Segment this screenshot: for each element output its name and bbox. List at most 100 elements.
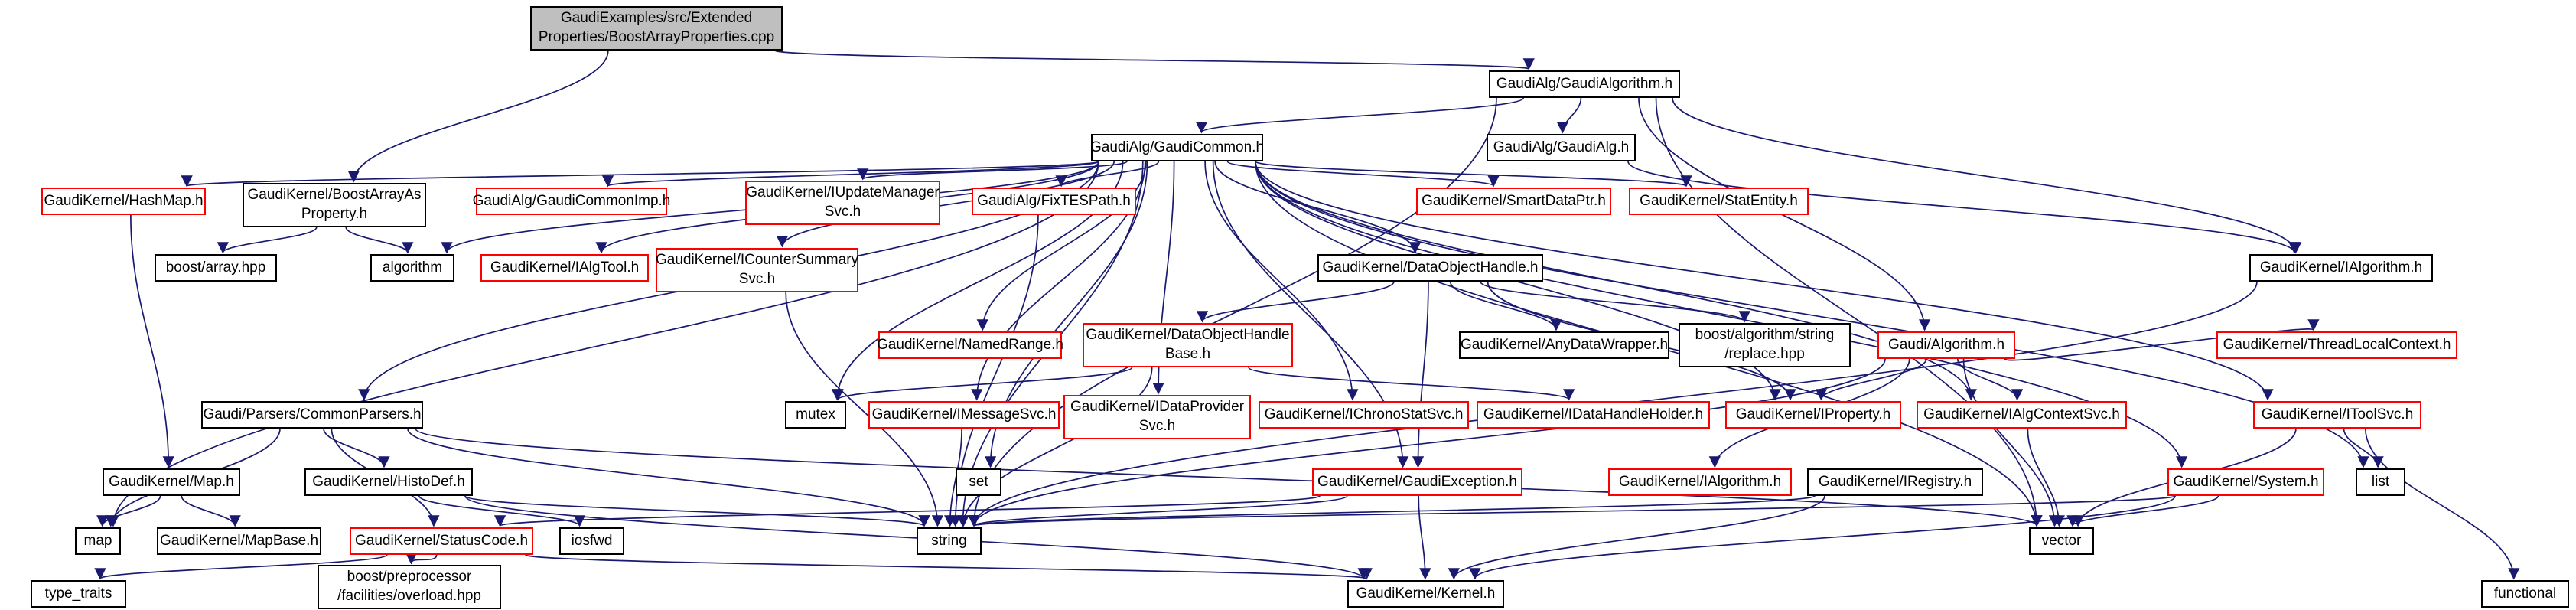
node-iregistry[interactable]: GaudiKernel/IRegistry.h [1807, 468, 1983, 496]
node-smartdataptr[interactable]: GaudiKernel/SmartDataPtr.h [1416, 188, 1611, 215]
include-edge-gaudicommon-to-namedrange [976, 161, 1147, 331]
include-edge-gaudicommon-to-fixtespath [1055, 161, 1160, 188]
node-statuscode[interactable]: GaudiKernel/StatusCode.h [350, 527, 533, 555]
node-commonparsers[interactable]: Gaudi/Parsers/CommonParsers.h [201, 401, 423, 429]
include-edge-gaudialgorithm-to-ialgorithm_top [1672, 97, 2302, 254]
include-edge-gaudicommon-to-itoolsvc [1255, 161, 2274, 401]
include-edge-histodef-to-iosfwd [418, 495, 586, 527]
node-idataprovidersvc[interactable]: GaudiKernel/IDataProvider Svc.h [1063, 395, 1251, 439]
node-iproperty[interactable]: GaudiKernel/IProperty.h [1725, 401, 1901, 429]
include-edge-gaudialg-to-ialgorithm_top [1627, 161, 2301, 254]
node-mapbase[interactable]: GaudiKernel/MapBase.h [157, 527, 321, 555]
node-functional[interactable]: functional [2481, 580, 2569, 608]
node-fixtespath[interactable]: GaudiAlg/FixTESPath.h [972, 188, 1136, 215]
node-gaudialg[interactable]: GaudiAlg/GaudiAlg.h [1487, 134, 1636, 161]
node-mutex[interactable]: mutex [785, 401, 846, 429]
include-edge-map_h-to-mapbase [181, 495, 241, 527]
include-edge-gaudicommon-to-statentity [1255, 161, 1692, 188]
include-edge-map_h-to-map [96, 495, 161, 527]
include-edge-statuscode-to-boost_overload [405, 553, 438, 565]
node-gaudi_algorithm[interactable]: Gaudi/Algorithm.h [1877, 331, 2015, 359]
include-edge-dataobjecthandle-to-anydatawrapper [1449, 281, 1562, 331]
include-edge-gaudi_algorithm-to-ialgcontextsvc [1956, 358, 2024, 401]
include-edge-gaudicommon-to-smartdataptr [1226, 161, 1500, 188]
node-hashmap[interactable]: GaudiKernel/HashMap.h [41, 188, 206, 215]
node-list[interactable]: list [2356, 468, 2405, 496]
include-edge-statuscode-to-type_traits [94, 554, 388, 580]
node-statentity[interactable]: GaudiKernel/StatEntity.h [1629, 188, 1809, 215]
node-map_h[interactable]: GaudiKernel/Map.h [103, 468, 240, 496]
node-iupdatemanagersvc[interactable]: GaudiKernel/IUpdateManager Svc.h [745, 181, 940, 225]
include-edge-cpp-to-boostarrayasproperty [347, 50, 609, 183]
node-icountersummarysvc[interactable]: GaudiKernel/ICounterSummary Svc.h [656, 248, 858, 292]
node-boostarrayasproperty[interactable]: GaudiKernel/BoostArrayAs Property.h [243, 183, 426, 227]
node-boost_overload[interactable]: boost/preprocessor /facilities/overload.… [318, 565, 501, 609]
node-system[interactable]: GaudiKernel/System.h [2167, 468, 2324, 496]
node-kernel[interactable]: GaudiKernel/Kernel.h [1347, 580, 1504, 608]
include-edge-boostarrayasproperty-to-boost_array [217, 227, 318, 254]
node-imessagesvc[interactable]: GaudiKernel/IMessageSvc.h [868, 401, 1060, 429]
include-edge-gaudicommon-to-ichronostatsvc [1204, 161, 1359, 401]
include-edge-histodef-to-kernel [464, 495, 1369, 580]
include-edge-gaudicommon-to-hashmap [181, 161, 1099, 188]
include-edge-gaudi_algorithm-to-vector [1962, 358, 2061, 527]
include-edge-gaudicommon-to-icountersummarysvc [776, 161, 1115, 248]
include-edge-dataobjecthandle-to-boost_replace [1480, 281, 1750, 323]
include-edge-itoolsvc-to-functional [2364, 428, 2520, 580]
include-edge-dataobjecthandlebase-to-string [957, 367, 1153, 527]
include-edge-statuscode-to-kernel [525, 554, 1372, 580]
node-type_traits[interactable]: type_traits [31, 580, 126, 608]
include-edge-gaudi_algorithm-to-string [968, 358, 1886, 527]
include-edge-histodef-to-string [464, 495, 930, 527]
node-gaudicommon[interactable]: GaudiAlg/GaudiCommon.h [1090, 134, 1264, 161]
node-histodef[interactable]: GaudiKernel/HistoDef.h [304, 468, 473, 496]
node-gaudiexception[interactable]: GaudiKernel/GaudiException.h [1312, 468, 1522, 496]
include-edge-gaudialgorithm-to-gaudialg [1556, 97, 1582, 134]
node-ialgtool[interactable]: GaudiKernel/IAlgTool.h [480, 254, 649, 282]
node-iosfwd[interactable]: iosfwd [559, 527, 624, 555]
include-edge-gaudicommon-to-imessagesvc [971, 161, 1146, 401]
include-edge-commonparsers-to-string [407, 428, 930, 527]
node-gaudicommonimp[interactable]: GaudiAlg/GaudiCommonImp.h [473, 188, 670, 215]
include-edge-cpp-to-gaudialgorithm [774, 50, 1534, 70]
node-set[interactable]: set [956, 468, 1001, 496]
include-edge-gaudialgorithm-to-vector [1655, 97, 2043, 527]
node-boost_replace[interactable]: boost/algorithm/string /replace.hpp [1679, 323, 1851, 367]
include-edge-gaudiexception-to-statuscode [494, 495, 1321, 527]
node-ichronostatsvc[interactable]: GaudiKernel/IChronoStatSvc.h [1259, 401, 1469, 429]
include-edge-system-to-vector [2066, 495, 2219, 527]
include-edge-dataobjecthandle-to-dataobjecthandlebase [1197, 281, 1395, 323]
include-edge-gaudi_algorithm-to-iproperty [1815, 358, 1927, 401]
node-ialgorithm_top[interactable]: GaudiKernel/IAlgorithm.h [2249, 254, 2433, 282]
node-dataobjecthandlebase[interactable]: GaudiKernel/DataObjectHandle Base.h [1083, 323, 1293, 367]
node-cpp: GaudiExamples/src/Extended Properties/Bo… [530, 6, 783, 51]
include-edge-itoolsvc-to-list [2343, 428, 2384, 468]
node-map[interactable]: map [75, 527, 121, 555]
node-ialgcontextsvc[interactable]: GaudiKernel/IAlgContextSvc.h [1917, 401, 2127, 429]
node-string[interactable]: string [917, 527, 982, 555]
node-itoolsvc[interactable]: GaudiKernel/IToolSvc.h [2253, 401, 2421, 429]
include-edge-iregistry-to-kernel [1448, 495, 1825, 580]
include-edge-dataobjecthandlebase-to-idatahandleholder [1248, 367, 1575, 401]
node-boost_array[interactable]: boost/array.hpp [155, 254, 277, 282]
node-ialgorithm_red[interactable]: GaudiKernel/IAlgorithm.h [1608, 468, 1792, 496]
node-algorithm[interactable]: algorithm [370, 254, 454, 282]
include-edge-gaudialgorithm-to-string [968, 97, 1497, 527]
node-idatahandleholder[interactable]: GaudiKernel/IDataHandleHolder.h [1477, 401, 1710, 429]
include-edge-hashmap-to-map_h [130, 214, 174, 468]
node-gaudialgorithm[interactable]: GaudiAlg/GaudiAlgorithm.h [1489, 70, 1680, 98]
node-threadlocalcontext[interactable]: GaudiKernel/ThreadLocalContext.h [2216, 331, 2457, 359]
include-edge-dataobjecthandle-to-gaudiexception [1412, 281, 1429, 468]
node-namedrange[interactable]: GaudiKernel/NamedRange.h [877, 331, 1063, 359]
include-edge-ialgcontextsvc-to-vector [2027, 428, 2066, 527]
node-dataobjecthandle[interactable]: GaudiKernel/DataObjectHandle.h [1317, 254, 1543, 282]
include-edge-system-to-string [969, 495, 2176, 527]
include-edge-gaudialgorithm-to-gaudicommon [1196, 97, 1524, 134]
include-edge-boostarrayasproperty-to-algorithm [345, 227, 414, 254]
node-vector[interactable]: vector [2029, 527, 2094, 555]
include-edge-commonparsers-to-histodef [323, 428, 390, 468]
node-anydatawrapper[interactable]: GaudiKernel/AnyDataWrapper.h [1459, 331, 1669, 359]
include-edge-iregistry-to-string [969, 495, 1816, 527]
